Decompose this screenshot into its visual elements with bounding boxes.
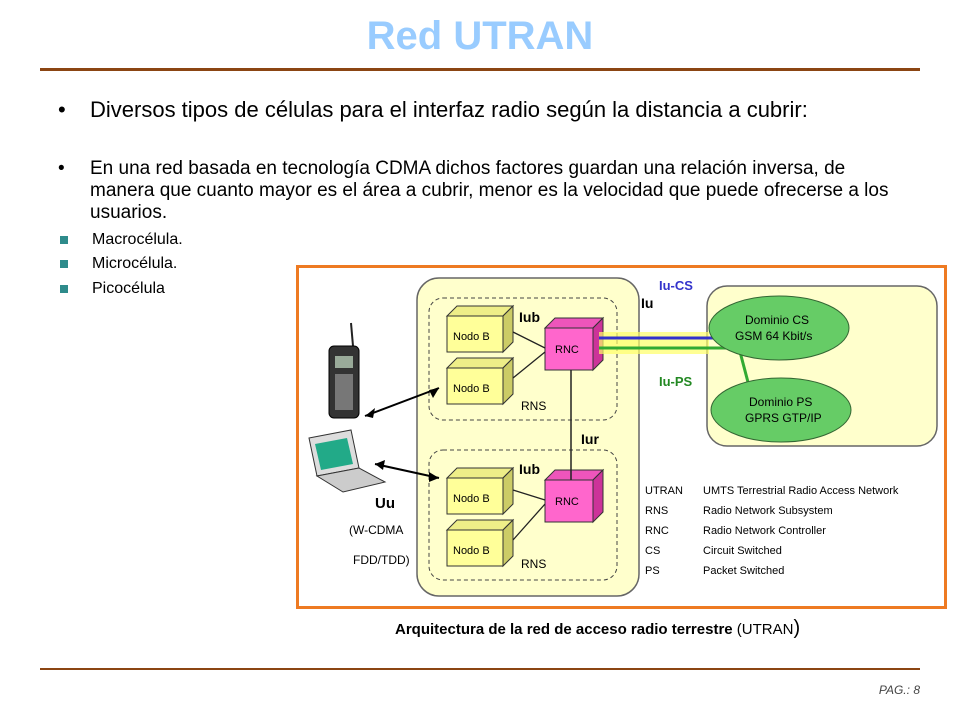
nodo-b-label: Nodo B	[453, 545, 490, 557]
rnc-box	[543, 468, 605, 524]
nodo-b-box	[445, 466, 515, 516]
dominio-ps-label: Dominio PS	[749, 395, 812, 409]
iub-link	[512, 331, 546, 349]
iub-label: Iub	[519, 309, 540, 325]
radio-link-arrow	[364, 387, 440, 418]
sub-bullet-macro: Macrocélula.	[92, 231, 183, 248]
radio-link-arrow	[374, 460, 440, 482]
nodo-b-label: Nodo B	[453, 383, 490, 395]
mobile-phone-icon	[328, 322, 360, 419]
square-bullet-icon	[60, 260, 68, 268]
iur-label: Iur	[581, 431, 599, 447]
laptop-icon	[308, 429, 387, 493]
footer-rule	[40, 668, 920, 670]
legend-desc: Radio Network Subsystem	[703, 505, 833, 517]
bullet-text: Diversos tipos de células para el interf…	[90, 97, 808, 122]
iub-link	[512, 489, 546, 501]
caption-normal: (UTRAN	[732, 621, 794, 638]
sub-bullet-pico: Picocélula	[92, 280, 165, 297]
legend-abbr: UTRAN	[645, 485, 683, 497]
figure-caption: Arquitectura de la red de acceso radio t…	[395, 617, 800, 640]
fdd-tdd-label: FDD/TDD)	[353, 553, 410, 567]
dominio-cs-cloud	[708, 295, 850, 361]
iub-link	[512, 503, 546, 541]
uu-label: Uu	[375, 495, 395, 512]
wcdma-label: (W-CDMA	[349, 523, 403, 537]
caption-bold: Arquitectura de la red de acceso radio t…	[395, 621, 733, 638]
utran-diagram-frame: Nodo B Nodo B Nodo B Nodo B RNC RNC Iub …	[296, 265, 947, 609]
legend-abbr: CS	[645, 545, 660, 557]
nodo-b-box	[445, 304, 515, 354]
dominio-ps-protocol: GPRS GTP/IP	[745, 411, 822, 425]
iu-highlight	[599, 332, 709, 354]
legend-desc: Radio Network Controller	[703, 525, 826, 537]
utran-diagram: Nodo B Nodo B Nodo B Nodo B RNC RNC Iub …	[308, 277, 938, 597]
slide-title: Red UTRAN	[366, 14, 594, 58]
sub-bullet-micro: Microcélula.	[92, 255, 178, 272]
rns-box-top	[428, 297, 618, 421]
page-number: PAG.: 8	[878, 683, 920, 697]
nodo-b-box	[445, 518, 515, 568]
square-bullet-icon	[60, 236, 68, 244]
legend: UTRAN UMTS Terrestrial Radio Access Netw…	[645, 485, 899, 577]
legend-abbr: RNC	[645, 525, 669, 537]
legend-abbr: RNS	[645, 505, 668, 517]
nodo-b-label: Nodo B	[453, 331, 490, 343]
caption-paren: )	[793, 617, 801, 639]
rnc-box	[543, 316, 605, 372]
bullet-text: En una red basada en tecnología CDMA dic…	[90, 158, 889, 223]
iu-label: Iu	[641, 295, 653, 311]
dominio-ps-cloud	[710, 377, 852, 443]
iub-label: Iub	[519, 461, 540, 477]
rns-box-bottom	[428, 449, 618, 581]
title-rule	[40, 68, 920, 71]
legend-desc: UMTS Terrestrial Radio Access Network	[703, 485, 899, 497]
rnc-label: RNC	[555, 344, 579, 356]
iub-link	[512, 351, 546, 379]
legend-abbr: PS	[645, 565, 660, 577]
dominio-cs-speed: GSM 64 Kbit/s	[735, 329, 812, 343]
rns-label: RNS	[521, 557, 546, 571]
nodo-b-box	[445, 356, 515, 406]
rnc-label: RNC	[555, 496, 579, 508]
rns-label: RNS	[521, 399, 546, 413]
iu-ps-label: Iu-PS	[659, 374, 693, 389]
legend-desc: Circuit Switched	[703, 545, 782, 557]
legend-desc: Packet Switched	[703, 565, 784, 577]
bullet-marker: •	[58, 158, 65, 179]
dominio-cs-label: Dominio CS	[745, 313, 809, 327]
iu-cs-label: Iu-CS	[659, 278, 693, 293]
bullet-marker: •	[58, 97, 66, 122]
square-bullet-icon	[60, 285, 68, 293]
nodo-b-label: Nodo B	[453, 493, 490, 505]
